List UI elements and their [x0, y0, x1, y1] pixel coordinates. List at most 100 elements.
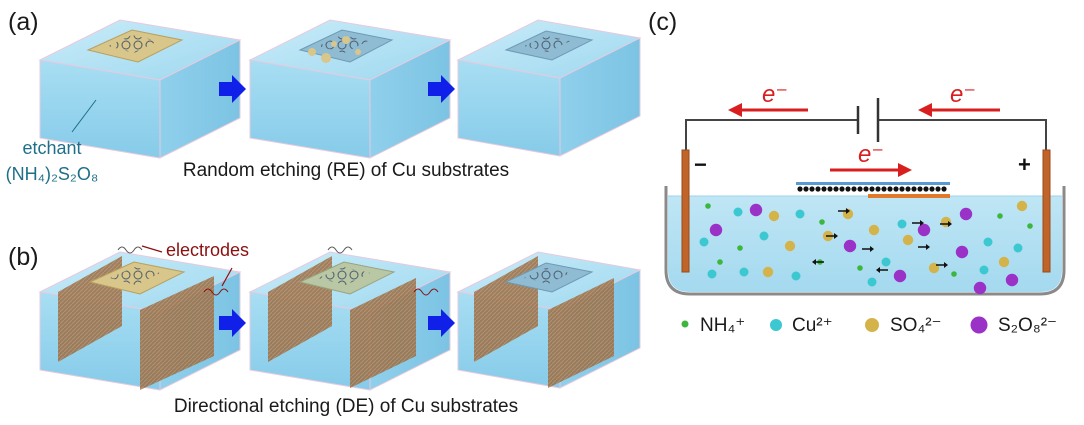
ion — [979, 265, 989, 275]
electron-arrow-left — [728, 103, 808, 117]
ion — [1027, 223, 1033, 229]
ion — [699, 237, 709, 247]
ion-drift-arrowhead — [876, 267, 880, 273]
film-atom — [875, 186, 881, 192]
film-atom — [923, 186, 929, 192]
etching-block-b3 — [456, 251, 642, 389]
ion — [998, 256, 1010, 268]
ion — [791, 271, 801, 281]
legend-marker-cu — [770, 319, 782, 331]
ion — [983, 237, 993, 247]
ion-drift-arrowhead — [944, 262, 948, 268]
ion — [843, 239, 857, 253]
ion — [897, 219, 907, 229]
film-atom — [815, 186, 821, 192]
film-atom — [929, 186, 935, 192]
ion — [717, 259, 723, 265]
ion-drift-arrowhead — [948, 221, 952, 227]
ion — [819, 219, 825, 225]
film-atom — [821, 186, 827, 192]
film-atom — [881, 186, 887, 192]
ion — [705, 203, 711, 209]
ion — [973, 281, 987, 295]
ion — [737, 245, 743, 251]
film-atom — [857, 186, 863, 192]
ion — [707, 269, 717, 279]
etching-block-a2 — [248, 19, 452, 159]
cathode-electrode — [681, 149, 690, 273]
electron-arrow-film — [830, 163, 912, 177]
legend-marker-so4 — [865, 318, 879, 332]
ion — [857, 265, 863, 271]
ion — [951, 271, 957, 277]
etchant-label: etchant — [22, 138, 81, 158]
ion-drift-arrowhead — [846, 208, 850, 214]
caption-random-etching: Random etching (RE) of Cu substrates — [183, 160, 509, 181]
film-atom — [863, 186, 869, 192]
legend-label-nh4: NH₄⁺ — [700, 315, 745, 336]
ion — [768, 210, 780, 222]
ion — [1005, 273, 1019, 287]
electron-label-3: e⁻ — [858, 141, 884, 168]
film-atom — [809, 186, 815, 192]
etching-block-a3 — [456, 19, 642, 157]
legend-label-cu: Cu²⁺ — [792, 315, 833, 336]
electron-label-2: e⁻ — [950, 81, 976, 108]
legend: NH₄⁺ Cu²⁺ SO₄²⁻ S₂O₈²⁻ — [681, 315, 1057, 336]
film-atom — [917, 186, 923, 192]
film-atom — [935, 186, 941, 192]
etchant-formula: (NH₄)₂S₂O₈ — [6, 164, 99, 184]
film-atom — [911, 186, 917, 192]
electron-label-1: e⁻ — [762, 81, 788, 108]
ion — [902, 234, 914, 246]
film-atom — [899, 186, 905, 192]
ion-drift-arrowhead — [870, 246, 874, 252]
ion — [955, 245, 969, 259]
plus-sign: + — [1018, 152, 1031, 177]
ion — [893, 269, 907, 283]
ion — [784, 240, 796, 252]
film-atom — [803, 186, 809, 192]
ion — [997, 213, 1003, 219]
legend-marker-nh4 — [681, 320, 689, 328]
blue-arrow-b2 — [428, 309, 455, 337]
panel-label-a: (a) — [8, 8, 39, 36]
ion — [709, 223, 723, 237]
ion — [1016, 200, 1028, 212]
electron-arrow-right — [918, 103, 1000, 117]
ion-drift-arrowhead — [926, 244, 930, 250]
circuit-wire — [685, 119, 1047, 150]
ion — [917, 223, 931, 237]
blue-arrow-b1 — [219, 309, 246, 337]
ion — [959, 207, 973, 221]
blue-arrow-a1 — [219, 75, 246, 103]
anode-electrode — [1042, 149, 1051, 273]
electrolyte-solution — [668, 196, 1062, 292]
film-atom — [893, 186, 899, 192]
beaker-outline — [664, 186, 1066, 296]
film-atom — [941, 186, 947, 192]
legend-label-so4: SO₄²⁻ — [890, 315, 942, 336]
electrodes-label: electrodes — [166, 240, 249, 260]
legend-label-s2o8: S₂O₈²⁻ — [998, 315, 1057, 336]
film-atom — [845, 186, 851, 192]
film-atom — [869, 186, 875, 192]
electrodes-pointer-1 — [141, 245, 163, 253]
ion — [881, 257, 891, 267]
ion-drift-arrowhead — [920, 220, 924, 226]
ion — [795, 209, 805, 219]
ion — [867, 277, 877, 287]
panel-label-c: (c) — [648, 8, 677, 36]
film-atom — [887, 186, 893, 192]
blue-arrow-a2 — [428, 75, 455, 103]
film-atom — [797, 186, 803, 192]
film-atom — [839, 186, 845, 192]
film-atom — [833, 186, 839, 192]
etching-block-b2 — [248, 246, 452, 391]
ion — [733, 207, 743, 217]
ion — [762, 266, 774, 278]
film-atom — [851, 186, 857, 192]
film-atom — [827, 186, 833, 192]
film-atom — [905, 186, 911, 192]
